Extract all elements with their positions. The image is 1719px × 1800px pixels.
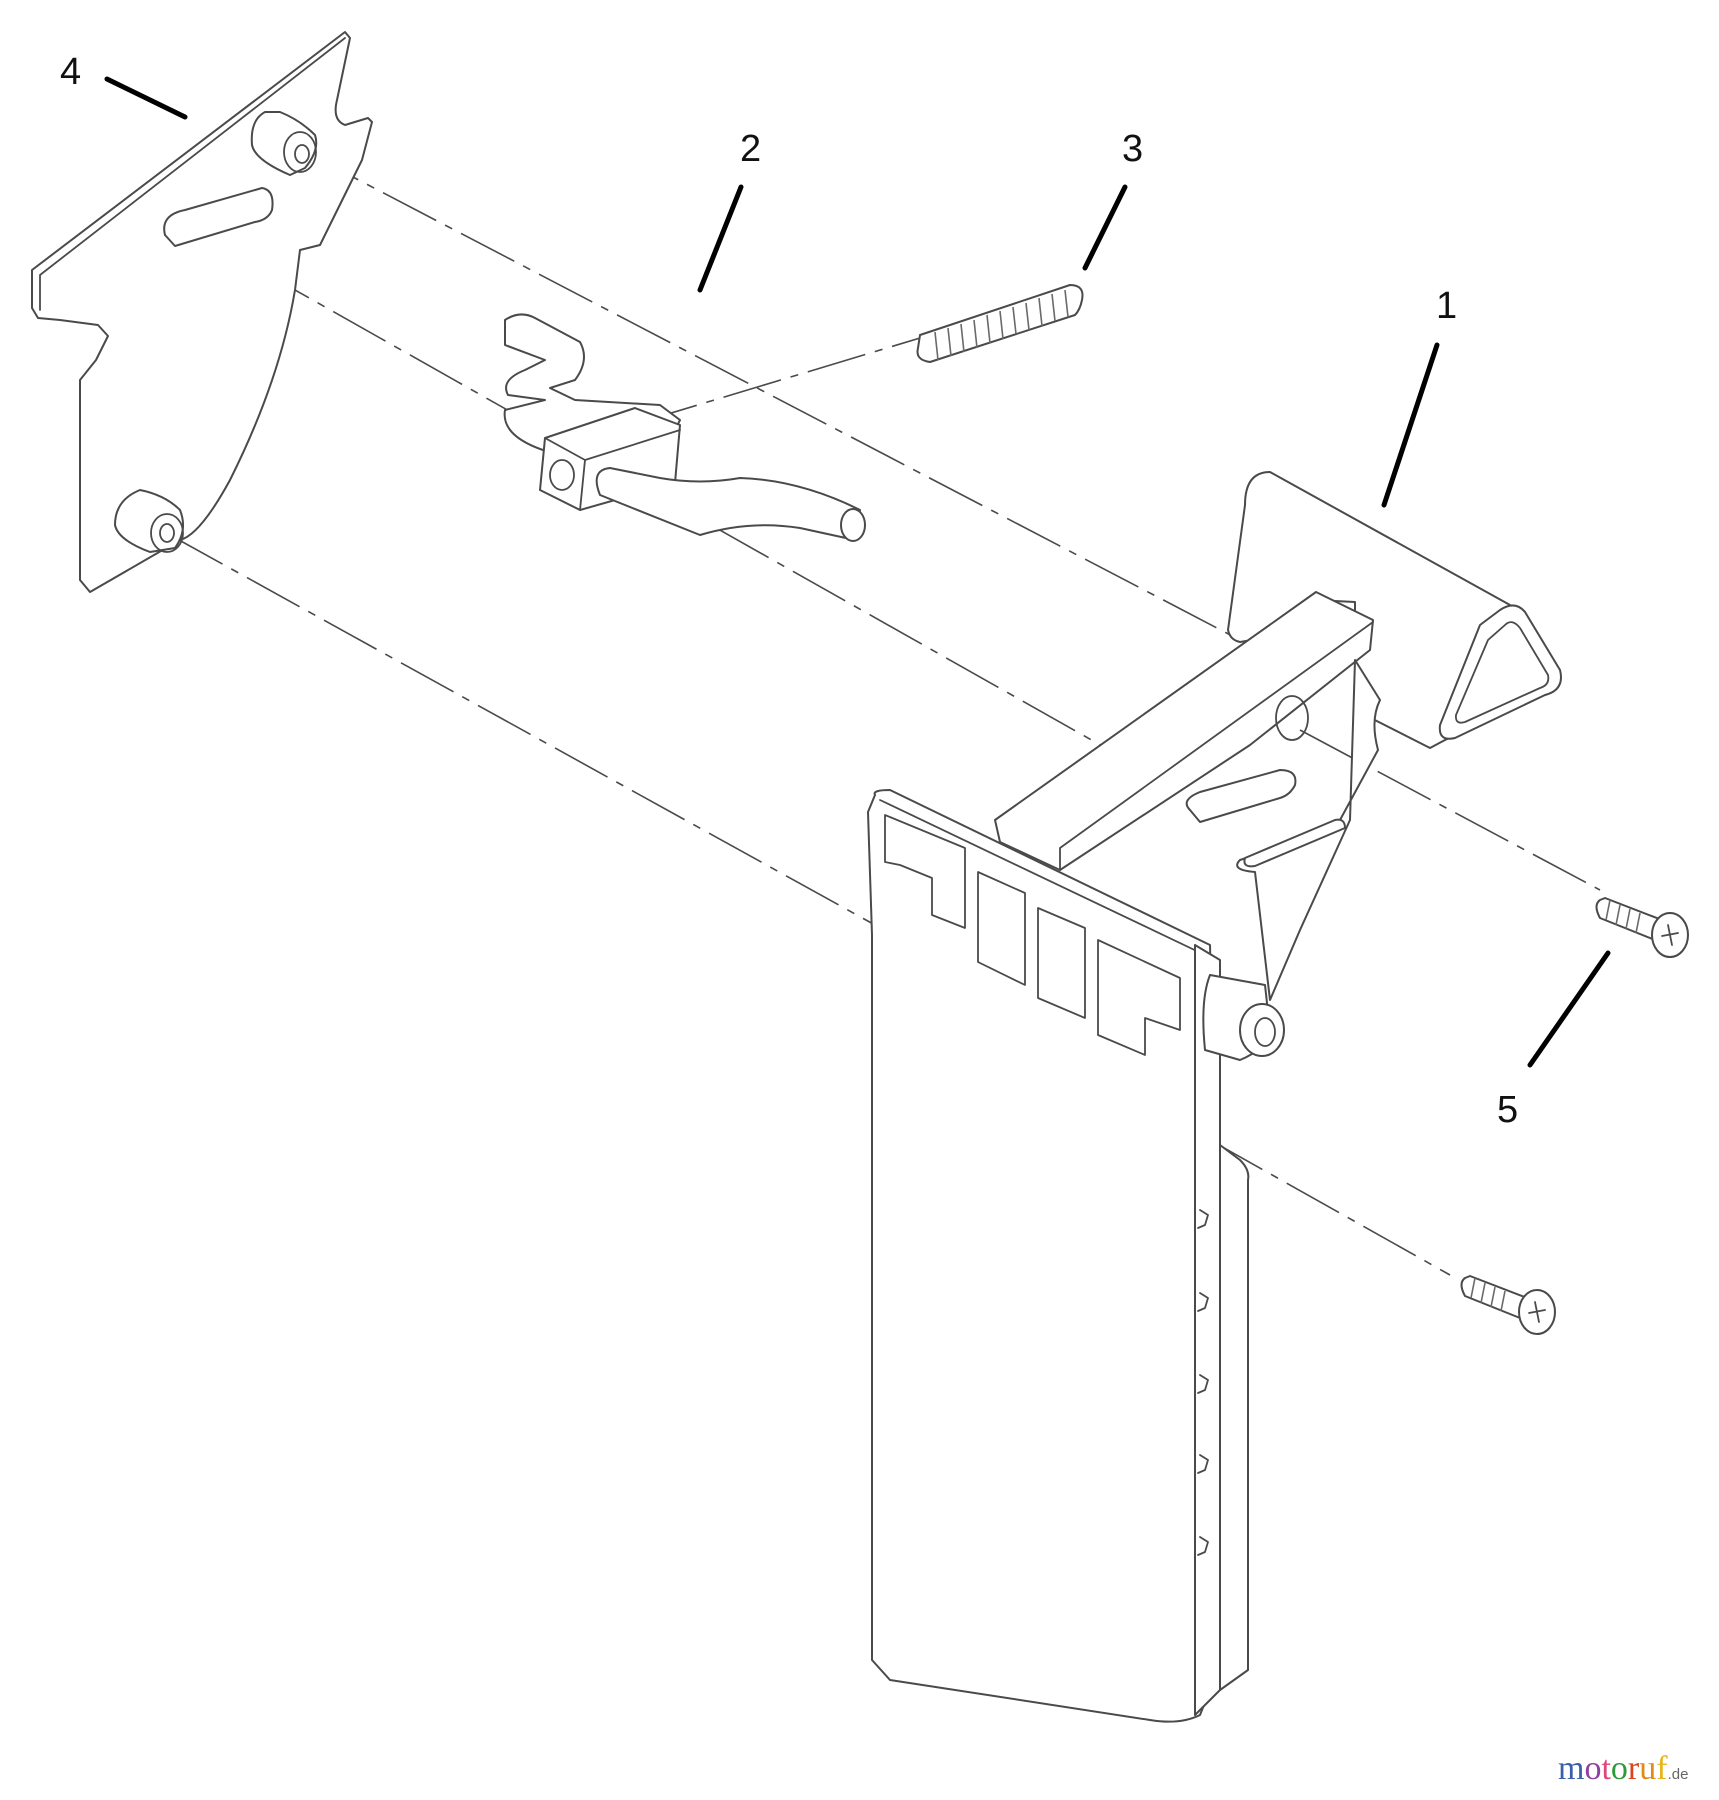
wm-tld: .de <box>1667 1766 1689 1783</box>
callout-2: 2 <box>740 128 762 170</box>
wm-letter: u <box>1639 1750 1657 1787</box>
wm-letter: m <box>1558 1750 1585 1787</box>
wm-letter: r <box>1627 1750 1640 1787</box>
screw-lower <box>1460 1275 1556 1335</box>
mounting-plate <box>31 31 373 593</box>
latch-rod-with-block <box>503 313 866 542</box>
callout-5: 5 <box>1497 1089 1519 1131</box>
callout-3: 3 <box>1122 128 1144 170</box>
compression-spring <box>916 284 1084 363</box>
screw-upper <box>1595 897 1689 958</box>
bracket-with-handle <box>994 471 1562 1001</box>
wm-letter: o <box>1610 1750 1628 1787</box>
motoruf-watermark: motoruf.de <box>1558 1752 1688 1786</box>
wm-letter: o <box>1584 1750 1602 1787</box>
callout-leaders <box>104 76 1611 1068</box>
callout-1: 1 <box>1436 285 1458 327</box>
pedal-panel <box>867 789 1285 1723</box>
wm-letter: f <box>1656 1750 1668 1787</box>
wm-letter: t <box>1601 1750 1611 1787</box>
callout-4: 4 <box>60 51 82 93</box>
